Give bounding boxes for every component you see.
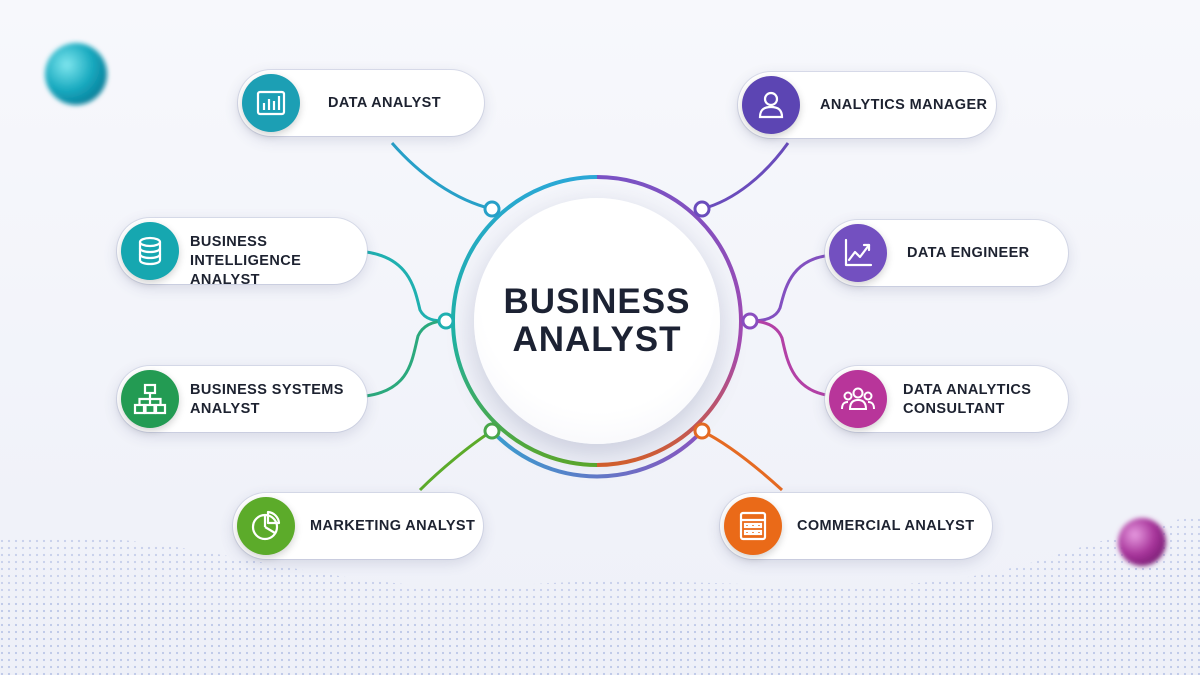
junction-dot [693,200,711,218]
node-label: ANALYTICS MANAGER [820,97,988,113]
node-label: DATA ANALYST [328,95,442,111]
trend-line-icon [829,224,887,282]
database-icon [121,222,179,280]
connector-consultant [749,319,834,398]
junction-dot [437,312,455,330]
junction-dot [693,422,711,440]
calculator-icon [724,497,782,555]
hub-ring-right [596,175,743,467]
connector-data-engineer [749,253,834,323]
connector-data-analyst [390,142,493,211]
connector-bi-analyst [365,250,447,323]
hub-ring-bottom [490,429,704,479]
connector-systems-analyst [365,319,447,398]
bar-chart-icon [242,74,300,132]
node-marketing-analyst[interactable]: MARKETING ANALYST [233,493,483,559]
node-label: BUSINESS INTELLIGENCE ANALYST [190,234,302,288]
dotted-wave-lower [0,560,1200,675]
node-label: COMMERCIAL ANALYST [797,518,975,534]
node-label: DATA ANALYTICS CONSULTANT [903,382,1032,417]
junction-dot [483,200,501,218]
node-data-analyst[interactable]: DATA ANALYST [238,70,484,136]
connector-commercial-analyst [701,429,784,492]
node-analytics-manager[interactable]: ANALYTICS MANAGER [738,72,996,138]
junction-dot [741,312,759,330]
node-label: DATA ENGINEER [907,245,1030,261]
org-chart-icon [121,370,179,428]
junction-dots [437,200,759,440]
node-label: BUSINESS SYSTEMS ANALYST [190,382,344,417]
node-business-intelligence-analyst[interactable]: BUSINESS INTELLIGENCE ANALYST [117,218,367,288]
pie-chart-icon [237,497,295,555]
purple-orb [1118,518,1166,566]
node-business-systems-analyst[interactable]: BUSINESS SYSTEMS ANALYST [117,366,367,432]
node-data-engineer[interactable]: DATA ENGINEER [825,220,1068,286]
node-commercial-analyst[interactable]: COMMERCIAL ANALYST [720,493,992,559]
node-label: MARKETING ANALYST [310,518,476,534]
teal-orb [45,43,107,105]
group-icon [829,370,887,428]
hub-title: BUSINESS ANALYST [503,282,691,359]
user-icon [742,76,800,134]
hub-circle: BUSINESS ANALYST [474,198,720,444]
connector-marketing-analyst [418,429,493,492]
connector-analytics-manager [701,142,790,211]
node-data-analytics-consultant[interactable]: DATA ANALYTICS CONSULTANT [825,366,1068,432]
junction-dot [483,422,501,440]
